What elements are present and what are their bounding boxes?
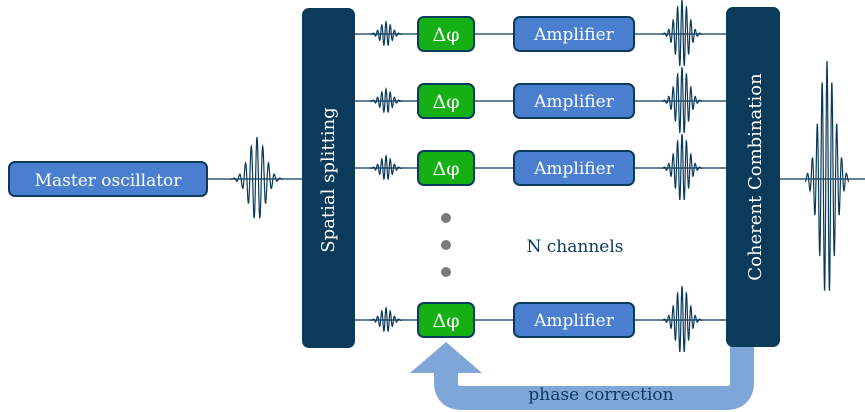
amplifier: Amplifier [513, 83, 635, 119]
master-oscillator-label: Master oscillator [35, 171, 183, 191]
phase-shifter-label: Δφ [432, 310, 459, 332]
n-channels-label: N channels [526, 237, 623, 257]
spatial-splitter-label: Spatial splitting [318, 107, 339, 252]
channel-3: Δφ Amplifier [355, 133, 726, 201]
seed-pulse [368, 153, 404, 181]
phase-shifter: Δφ [417, 150, 475, 186]
amplifier: Amplifier [513, 16, 635, 52]
phase-shifter-label: Δφ [432, 91, 459, 113]
amplifier-label: Amplifier [533, 25, 615, 45]
spatial-splitter: Spatial splitting [302, 8, 355, 348]
phase-shifter: Δφ [417, 16, 475, 52]
amplifier-label: Amplifier [533, 92, 615, 112]
master-oscillator: Master oscillator [8, 161, 208, 197]
output-pulse [804, 60, 850, 291]
amplifier: Amplifier [513, 302, 635, 338]
amplified-pulse [661, 66, 703, 134]
ellipsis-dot [441, 213, 451, 223]
phase-shifter-label: Δφ [432, 158, 459, 180]
ellipsis-dot [441, 240, 451, 250]
channel-1: Δφ Amplifier [355, 0, 726, 67]
channel-4: Δφ Amplifier [355, 285, 726, 353]
phase-shifter: Δφ [417, 83, 475, 119]
seed-pulse [368, 86, 404, 114]
amplified-pulse [661, 285, 703, 353]
amplifier-label: Amplifier [533, 311, 615, 331]
channel-2: Δφ Amplifier [355, 66, 726, 134]
phase-shifter-label: Δφ [432, 24, 459, 46]
amplifier: Amplifier [513, 150, 635, 186]
amplified-pulse [661, 133, 703, 201]
amplified-pulse [661, 0, 703, 67]
coherent-combiner: Coherent Combination [726, 7, 780, 347]
channel-ellipsis [441, 213, 451, 277]
input-pulse [230, 136, 284, 219]
phase-correction-label: phase correction [528, 385, 673, 405]
seed-pulse [368, 305, 404, 333]
amplifier-label: Amplifier [533, 159, 615, 179]
ellipsis-dot [441, 267, 451, 277]
seed-pulse [368, 19, 404, 47]
phase-correction-arrow [410, 342, 754, 410]
coherent-combiner-label: Coherent Combination [745, 73, 766, 281]
phase-shifter: Δφ [417, 302, 475, 338]
